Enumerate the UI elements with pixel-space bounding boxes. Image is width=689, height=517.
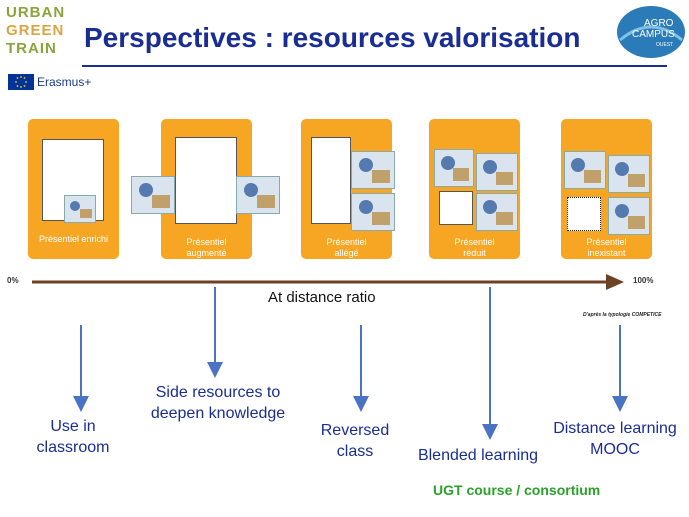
resource-thumbnail (608, 197, 650, 235)
panel-caption-line1: Présentiel (586, 237, 627, 247)
panel-presentiel-inexistant: Présentiel inexistant (561, 119, 652, 259)
panel-caption-line2: inexistant (587, 248, 626, 258)
mode-line: Distance learning (553, 420, 677, 437)
resource-thumbnail (351, 151, 395, 189)
scale-start-label: 0% (7, 276, 19, 285)
erasmus-logo: Erasmus+ (8, 72, 91, 92)
page-title: Perspectives : resources valorisation (84, 22, 581, 53)
panel-presentiel-enrichi: Présentiel enrichi (28, 119, 119, 259)
mode-blended-learning: Blended learning (417, 447, 539, 464)
resource-thumbnail (608, 155, 650, 193)
scale-end-label: 100% (633, 276, 654, 285)
mode-line: classroom (36, 439, 110, 456)
resource-thumbnail (64, 195, 96, 223)
resource-thumbnail (131, 176, 175, 214)
agrocampus-logo: AGRO CAMPUS OUEST (616, 4, 686, 62)
agro-label: AGRO (644, 18, 674, 29)
resource-thumbnail (564, 151, 606, 189)
panel-caption-line1: Présentiel (454, 237, 495, 247)
eu-flag-icon (8, 74, 34, 90)
mode-line: Reversed (320, 422, 390, 439)
mode-reversed-class: Reversed class (305, 420, 405, 462)
panel-caption-line1: Présentiel (186, 237, 227, 247)
dotted-document-page (567, 197, 601, 231)
resource-thumbnail (351, 193, 395, 231)
panel-presentiel-allege: Présentiel allégé (301, 119, 395, 259)
resource-thumbnail (434, 149, 474, 187)
panel-caption-line2: réduit (463, 248, 486, 258)
axis-label: At distance ratio (268, 289, 376, 306)
distance-ratio-arrow (32, 274, 624, 290)
document-page (175, 137, 237, 224)
ugt-course-label: UGT course / consortium (433, 482, 601, 498)
mode-distance-learning: Distance learning MOOC (545, 418, 685, 460)
document-page (311, 137, 351, 224)
panel-caption-line1: Présentiel (326, 237, 367, 247)
mode-line: Side resources to (155, 384, 281, 401)
erasmus-label: Erasmus+ (37, 75, 92, 89)
resource-thumbnail (236, 176, 280, 214)
resource-thumbnail (476, 193, 518, 231)
ouest-label: OUEST (656, 42, 674, 48)
resource-thumbnail (476, 153, 518, 191)
mode-side-resources: Side resources to deepen knowledge (138, 382, 298, 424)
panel-presentiel-reduit: Présentiel réduit (429, 119, 520, 259)
urban-green-train-logo: URBAN GREEN TRAIN (6, 4, 78, 68)
logo-line-green: GREEN (6, 22, 65, 39)
mode-line: MOOC (590, 441, 640, 458)
mode-line: deepen knowledge (150, 405, 286, 422)
logo-line-train: TRAIN (6, 40, 57, 57)
mode-use-in-classroom: Use in classroom (18, 416, 128, 458)
panel-caption-line2: allégé (334, 248, 359, 258)
panel-caption: Présentiel enrichi (38, 234, 109, 244)
mode-line: Use in (50, 418, 96, 435)
title-underline (82, 65, 667, 67)
document-page (439, 191, 473, 225)
mode-line: class (336, 443, 374, 460)
typology-credit: D'après la typologie COMPETICE (583, 312, 662, 318)
campus-label: CAMPUS (632, 29, 675, 40)
logo-line-urban: URBAN (6, 4, 66, 21)
panel-caption-line2: augmenté (186, 248, 227, 258)
